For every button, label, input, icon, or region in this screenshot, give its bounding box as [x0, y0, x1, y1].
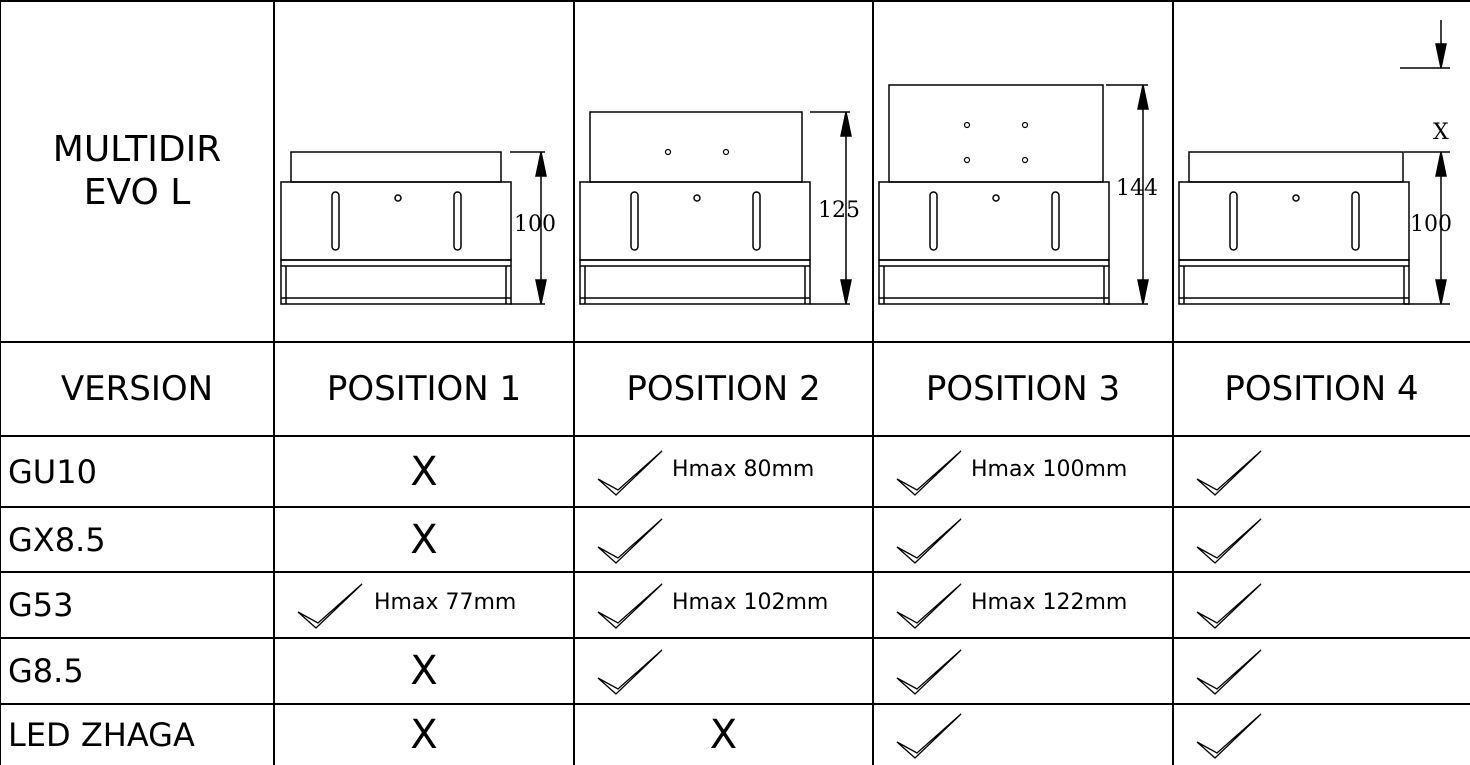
cell-r4-p3	[873, 704, 1173, 765]
fixture-position-1	[280, 151, 512, 305]
check-mark-path	[597, 583, 663, 629]
header-position-4: POSITION 4	[1224, 369, 1419, 409]
check-mark-path	[896, 649, 962, 695]
hmax-note: Hmax 77mm	[374, 590, 517, 615]
dimension-arrow-p3	[1106, 84, 1149, 305]
check-mark-icon	[597, 518, 663, 564]
dimension-label-p4: 100	[1410, 212, 1452, 237]
cell-r1-p2	[574, 507, 873, 572]
cell-r1-p1: X	[274, 507, 574, 572]
product-title: MULTIDIR EVO L	[0, 0, 274, 342]
hmax-note: Hmax 100mm	[971, 457, 1128, 482]
product-title-line1: MULTIDIR	[52, 128, 222, 170]
product-title-line2: EVO L	[83, 172, 191, 213]
check-mark-icon	[1196, 649, 1262, 695]
check-mark-path	[1196, 583, 1262, 629]
cell-r1-p4	[1173, 507, 1470, 572]
check-mark-path	[896, 450, 962, 496]
x-mark-icon: X	[410, 711, 438, 758]
check-mark-icon	[597, 649, 663, 695]
check-mark-icon	[896, 583, 962, 629]
cell-r0-p3: Hmax 100mm	[873, 436, 1173, 507]
cell-r4-p4	[1173, 704, 1470, 765]
header-version: VERSION	[60, 369, 214, 409]
check-mark-icon	[896, 649, 962, 695]
check-mark-path	[1196, 518, 1262, 564]
dimension-label-p4-x: X	[1433, 120, 1449, 145]
cell-r0-p1: X	[274, 436, 574, 507]
check-mark-icon	[597, 450, 663, 496]
cell-r1-p3	[873, 507, 1173, 572]
check-mark-icon	[896, 713, 962, 759]
header-position-1: POSITION 1	[326, 369, 522, 409]
cell-r2-p2: Hmax 102mm	[574, 572, 873, 638]
check-mark-icon	[1196, 450, 1262, 496]
check-mark-icon	[896, 518, 962, 564]
check-mark-path	[597, 649, 663, 695]
check-mark-path	[1196, 450, 1262, 496]
check-mark-path	[896, 583, 962, 629]
check-mark-icon	[1196, 518, 1262, 564]
cell-r0-p2: Hmax 80mm	[574, 436, 873, 507]
cell-r3-p1: X	[274, 638, 574, 704]
check-mark-path	[297, 583, 363, 629]
hmax-note: Hmax 102mm	[672, 590, 829, 615]
cell-r3-p3	[873, 638, 1173, 704]
fixture-position-4	[1178, 151, 1410, 305]
x-mark-icon: X	[410, 648, 438, 694]
cell-r3-p2	[574, 638, 873, 704]
x-mark-icon: X	[410, 448, 438, 495]
row-version-label: GX8.5	[8, 520, 106, 559]
cell-r4-p2: X	[574, 704, 873, 765]
fixture-drawings	[280, 20, 1450, 305]
check-mark-path	[1196, 713, 1262, 759]
cell-r3-p4	[1173, 638, 1470, 704]
check-mark-icon	[896, 450, 962, 496]
row-version-label: G53	[8, 586, 74, 624]
check-mark-path	[896, 713, 962, 759]
check-mark-path	[597, 450, 663, 496]
dimension-arrow-p2	[810, 111, 852, 305]
cell-r2-p4	[1173, 572, 1470, 638]
dimension-label-p1: 100	[514, 212, 556, 237]
check-mark-path	[1196, 649, 1262, 695]
cell-r2-p1: Hmax 77mm	[274, 572, 574, 638]
row-version-label: G8.5	[8, 652, 84, 690]
hmax-note: Hmax 80mm	[672, 457, 815, 482]
dimension-arrow-p1	[510, 151, 547, 305]
dimension-label-p2: 125	[818, 198, 860, 223]
fixture-position-3	[878, 84, 1110, 305]
dimension-arrow-p4	[1400, 20, 1450, 305]
row-version-label: LED ZHAGA	[8, 715, 195, 754]
row-version-label: GU10	[8, 452, 97, 491]
dimension-label-p3: 144	[1116, 176, 1158, 201]
check-mark-icon	[1196, 713, 1262, 759]
hmax-note: Hmax 122mm	[971, 590, 1128, 615]
x-mark-icon: X	[709, 711, 738, 758]
check-mark-path	[597, 518, 663, 564]
header-position-3: POSITION 3	[925, 369, 1121, 409]
cell-r2-p3: Hmax 122mm	[873, 572, 1173, 638]
cell-r4-p1: X	[274, 704, 574, 765]
check-mark-icon	[1196, 583, 1262, 629]
check-mark-icon	[297, 583, 363, 629]
check-mark-icon	[597, 583, 663, 629]
x-mark-icon: X	[410, 516, 438, 563]
check-mark-path	[896, 518, 962, 564]
header-position-2: POSITION 2	[626, 369, 821, 409]
fixture-position-2	[579, 111, 811, 305]
cell-r0-p4	[1173, 436, 1470, 507]
